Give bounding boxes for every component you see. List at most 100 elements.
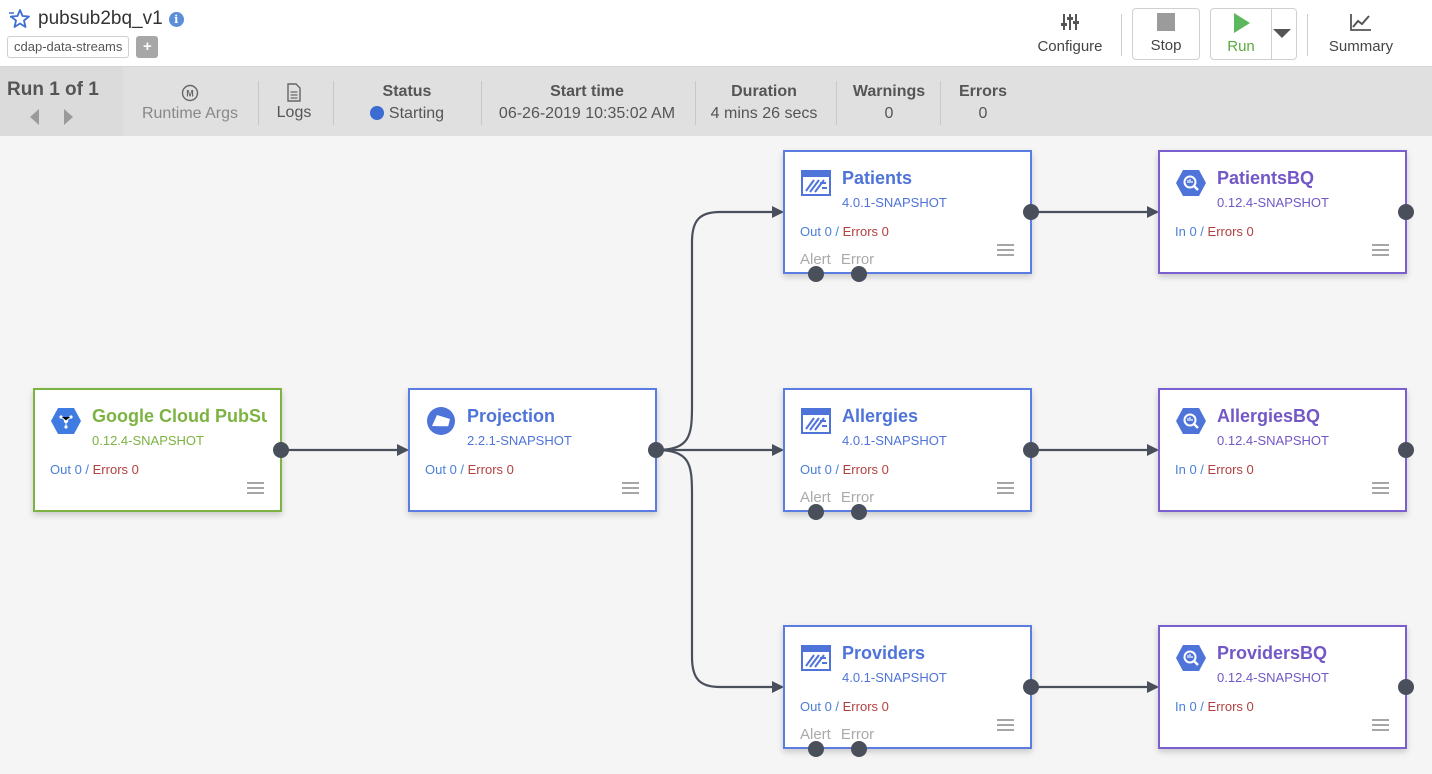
node-allergies[interactable]: Allergies 4.0.1-SNAPSHOT Out 0 / Errors … [783,388,1032,512]
hamburger-menu-icon[interactable] [1372,719,1389,734]
duration-cell: Duration 4 mins 26 secs [705,67,823,136]
error-count: Errors 0 [842,462,889,477]
error-count: Errors 0 [1207,462,1254,477]
node-patients[interactable]: Patients 4.0.1-SNAPSHOT Out 0 / Errors 0… [783,150,1032,274]
wrangler-icon [801,408,831,434]
status-separator [333,81,334,125]
document-icon [287,83,301,102]
bigquery-icon [1176,645,1206,671]
node-google-cloud-pubsub[interactable]: Google Cloud PubSub 0.12.4-SNAPSHOT Out … [33,388,282,512]
node-name: Allergies [842,406,919,426]
configure-label: Configure [1037,38,1103,55]
error-count: Errors 0 [842,224,889,239]
node-version: 2.2.1-SNAPSHOT [467,433,572,448]
start-time-cell: Start time 06-26-2019 10:35:02 AM [493,67,681,136]
alert-port-label: Alert [800,726,831,743]
runtime-args-label: Runtime Args [141,105,239,122]
status-value: Starting [388,105,445,122]
hamburger-menu-icon[interactable] [622,482,639,497]
node-name: Patients [842,168,913,188]
node-allergies-bq[interactable]: AllergiesBQ 0.12.4-SNAPSHOT In 0 / Error… [1158,388,1407,512]
stop-button[interactable]: Stop [1132,8,1200,60]
node-stats: In 0 / Errors 0 [1175,699,1254,714]
pipeline-canvas[interactable]: Google Cloud PubSub 0.12.4-SNAPSHOT Out … [0,136,1432,774]
node-patients-bq[interactable]: PatientsBQ 0.12.4-SNAPSHOT In 0 / Errors… [1158,150,1407,274]
warnings-header: Warnings [852,83,926,100]
hamburger-menu-icon[interactable] [1372,244,1389,259]
wrangler-icon [801,170,831,196]
out-count: Out 0 [800,462,832,477]
node-stats: Out 0 / Errors 0 [425,462,514,477]
node-stats: Out 0 / Errors 0 [50,462,139,477]
hamburger-menu-icon[interactable] [997,482,1014,497]
node-name: ProvidersBQ [1217,643,1328,663]
error-count: Errors 0 [92,462,139,477]
run-navigator-notch [111,87,123,115]
svg-text:M: M [186,89,194,99]
chevron-down-icon[interactable] [1273,29,1291,38]
previous-run-icon[interactable] [30,109,39,125]
namespace-row: cdap-data-streams + [7,36,159,58]
pipeline-title: pubsub2bq_v1 [38,8,163,29]
error-count: Errors 0 [842,699,889,714]
namespace-tag[interactable]: cdap-data-streams [7,36,130,58]
out-count: Out 0 [50,462,82,477]
warnings-value: 0 [884,105,894,122]
in-count: In 0 [1175,699,1197,714]
pubsub-icon [51,408,81,434]
hamburger-menu-icon[interactable] [997,244,1014,259]
info-icon[interactable]: i [168,11,184,27]
node-version: 4.0.1-SNAPSHOT [842,670,947,685]
node-projection[interactable]: Projection 2.2.1-SNAPSHOT Out 0 / Errors… [408,388,657,512]
run-button-group: Run [1210,8,1297,60]
title-wrap: pubsub2bq_v1 i [8,8,184,30]
run-button[interactable]: Run [1211,9,1271,59]
run-label: Run [1227,38,1255,55]
hamburger-menu-icon[interactable] [997,719,1014,734]
stop-label: Stop [1150,37,1182,54]
run-counter: Run 1 of 1 [7,79,99,100]
node-providers-bq[interactable]: ProvidersBQ 0.12.4-SNAPSHOT In 0 / Error… [1158,625,1407,749]
status-value-wrap: Starting [348,105,466,123]
error-count: Errors 0 [467,462,514,477]
hamburger-menu-icon[interactable] [247,482,264,497]
sliders-icon [1061,14,1079,30]
line-chart-icon [1350,14,1371,31]
toolbar-divider [1121,14,1122,56]
node-providers[interactable]: Providers 4.0.1-SNAPSHOT Out 0 / Errors … [783,625,1032,749]
duration-value: 4 mins 26 secs [710,105,818,122]
play-icon [1234,13,1250,33]
edge-projection-providers [655,448,784,693]
status-separator [695,81,696,125]
node-name: PatientsBQ [1217,168,1315,188]
add-tag-button[interactable]: + [136,36,159,58]
run-split [1271,9,1272,59]
in-count: In 0 [1175,224,1197,239]
error-count: Errors 0 [1207,224,1254,239]
node-version: 0.12.4-SNAPSHOT [92,433,204,448]
runtime-args-button[interactable]: M Runtime Args [135,67,245,136]
summary-button[interactable]: Summary [1320,8,1402,60]
node-version: 4.0.1-SNAPSHOT [842,433,947,448]
status-panel: M Runtime Args Logs Status Starting Star… [123,67,1432,136]
next-run-icon[interactable] [64,109,73,125]
wrangler-icon [801,645,831,671]
configure-button[interactable]: Configure [1030,8,1110,60]
errors-header: Errors [958,83,1008,100]
hamburger-menu-icon[interactable] [1372,482,1389,497]
errors-cell: Errors 0 [949,67,1017,136]
error-port-label: Error [840,489,875,506]
error-port-label: Error [840,251,875,268]
error-count: Errors 0 [1207,699,1254,714]
node-version: 0.12.4-SNAPSHOT [1217,433,1329,448]
node-name: Google Cloud PubSub [92,406,267,426]
pipeline-stream-icon [9,9,30,28]
start-time-header: Start time [550,83,624,100]
node-name: Projection [467,406,556,426]
edge-projection-patients [655,206,784,452]
bigquery-icon [1176,408,1206,434]
logs-button[interactable]: Logs [263,67,325,136]
